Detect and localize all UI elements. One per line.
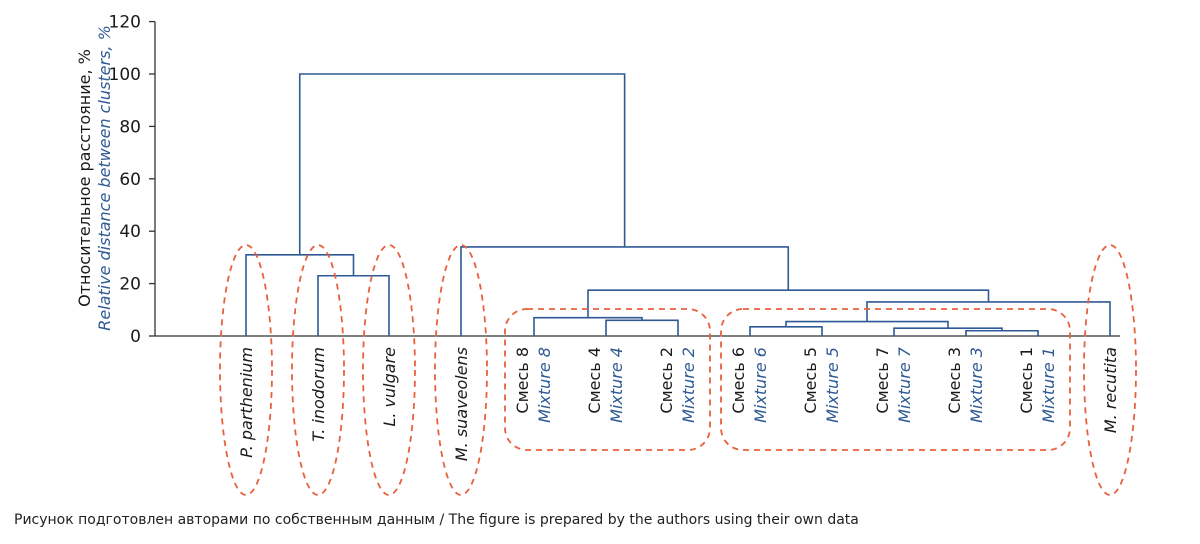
group-outline-ms <box>434 244 488 496</box>
dendrogram-link-l <box>298 73 626 255</box>
leaf-label-mixture-4: Mixture 4 <box>607 347 626 423</box>
leaf-label-mixture-7: Mixture 7 <box>895 346 914 423</box>
dendrogram-link-g <box>749 326 823 336</box>
leaf-label-mixture-5: Mixture 5 <box>823 347 842 423</box>
dendrogram-link-a <box>317 274 390 336</box>
leaf-label-t-inodorum: T. inodorum <box>309 347 328 442</box>
leaf-label-smes-7: Смесь 7 <box>873 347 892 414</box>
leaf-label-smes-4: Смесь 4 <box>585 347 604 414</box>
group-outline-mixtures-5 <box>720 308 1071 451</box>
leaf-label-smes-5: Смесь 5 <box>801 347 820 414</box>
leaf-label-m-recutita: M. recutita <box>1101 347 1120 433</box>
group-outline-lv <box>362 244 416 496</box>
leaf-label-mixture-6: Mixture 6 <box>751 347 770 423</box>
leaf-label-mixture-3: Mixture 3 <box>967 347 986 423</box>
dendrogram-link-f <box>893 327 1003 336</box>
y-tick-label-0: 0 <box>130 327 141 347</box>
leaf-label-smes-3: Смесь 3 <box>945 347 964 414</box>
leaf-label-mixture-2: Mixture 2 <box>679 347 698 423</box>
group-outline-mr <box>1083 244 1137 496</box>
y-tick-label-40: 40 <box>119 222 141 242</box>
leaf-label-smes-6: Смесь 6 <box>729 347 748 414</box>
dendrogram-link-c <box>605 319 679 336</box>
leaf-label-mixture-1: Mixture 1 <box>1039 347 1058 423</box>
dendrogram-link-j <box>587 289 990 318</box>
figure-caption: Рисунок подготовлен авторами по собствен… <box>14 512 859 528</box>
leaf-label-mixture-8: Mixture 8 <box>535 347 554 423</box>
y-tick-label-60: 60 <box>119 170 141 190</box>
leaf-label-m-suaveolens: M. suaveolens <box>452 347 471 461</box>
y-tick-label-80: 80 <box>119 117 141 137</box>
y-tick-label-20: 20 <box>119 275 141 295</box>
y-tick-label-120: 120 <box>109 13 141 33</box>
y-tick-label-100: 100 <box>109 65 141 85</box>
leaf-label-p-parthenium: P. parthenium <box>237 347 256 458</box>
y-axis-title-en: Relative distance between clusters, % <box>95 25 114 331</box>
dendrogram-link-b <box>245 253 355 336</box>
leaf-label-smes-1: Смесь 1 <box>1017 347 1036 414</box>
leaf-label-smes-2: Смесь 2 <box>657 347 676 414</box>
group-outline-ti <box>291 244 345 496</box>
leaf-label-smes-8: Смесь 8 <box>513 347 532 414</box>
leaf-label-l-vulgare: L. vulgare <box>380 347 399 427</box>
y-axis-title-ru: Относительное расстояние, % <box>75 49 94 307</box>
dendrogram-link-k <box>460 246 790 336</box>
dendrogram-link-e <box>965 329 1039 336</box>
group-outline-pp <box>219 244 273 496</box>
group-outline-mixtures-4 <box>504 308 711 451</box>
